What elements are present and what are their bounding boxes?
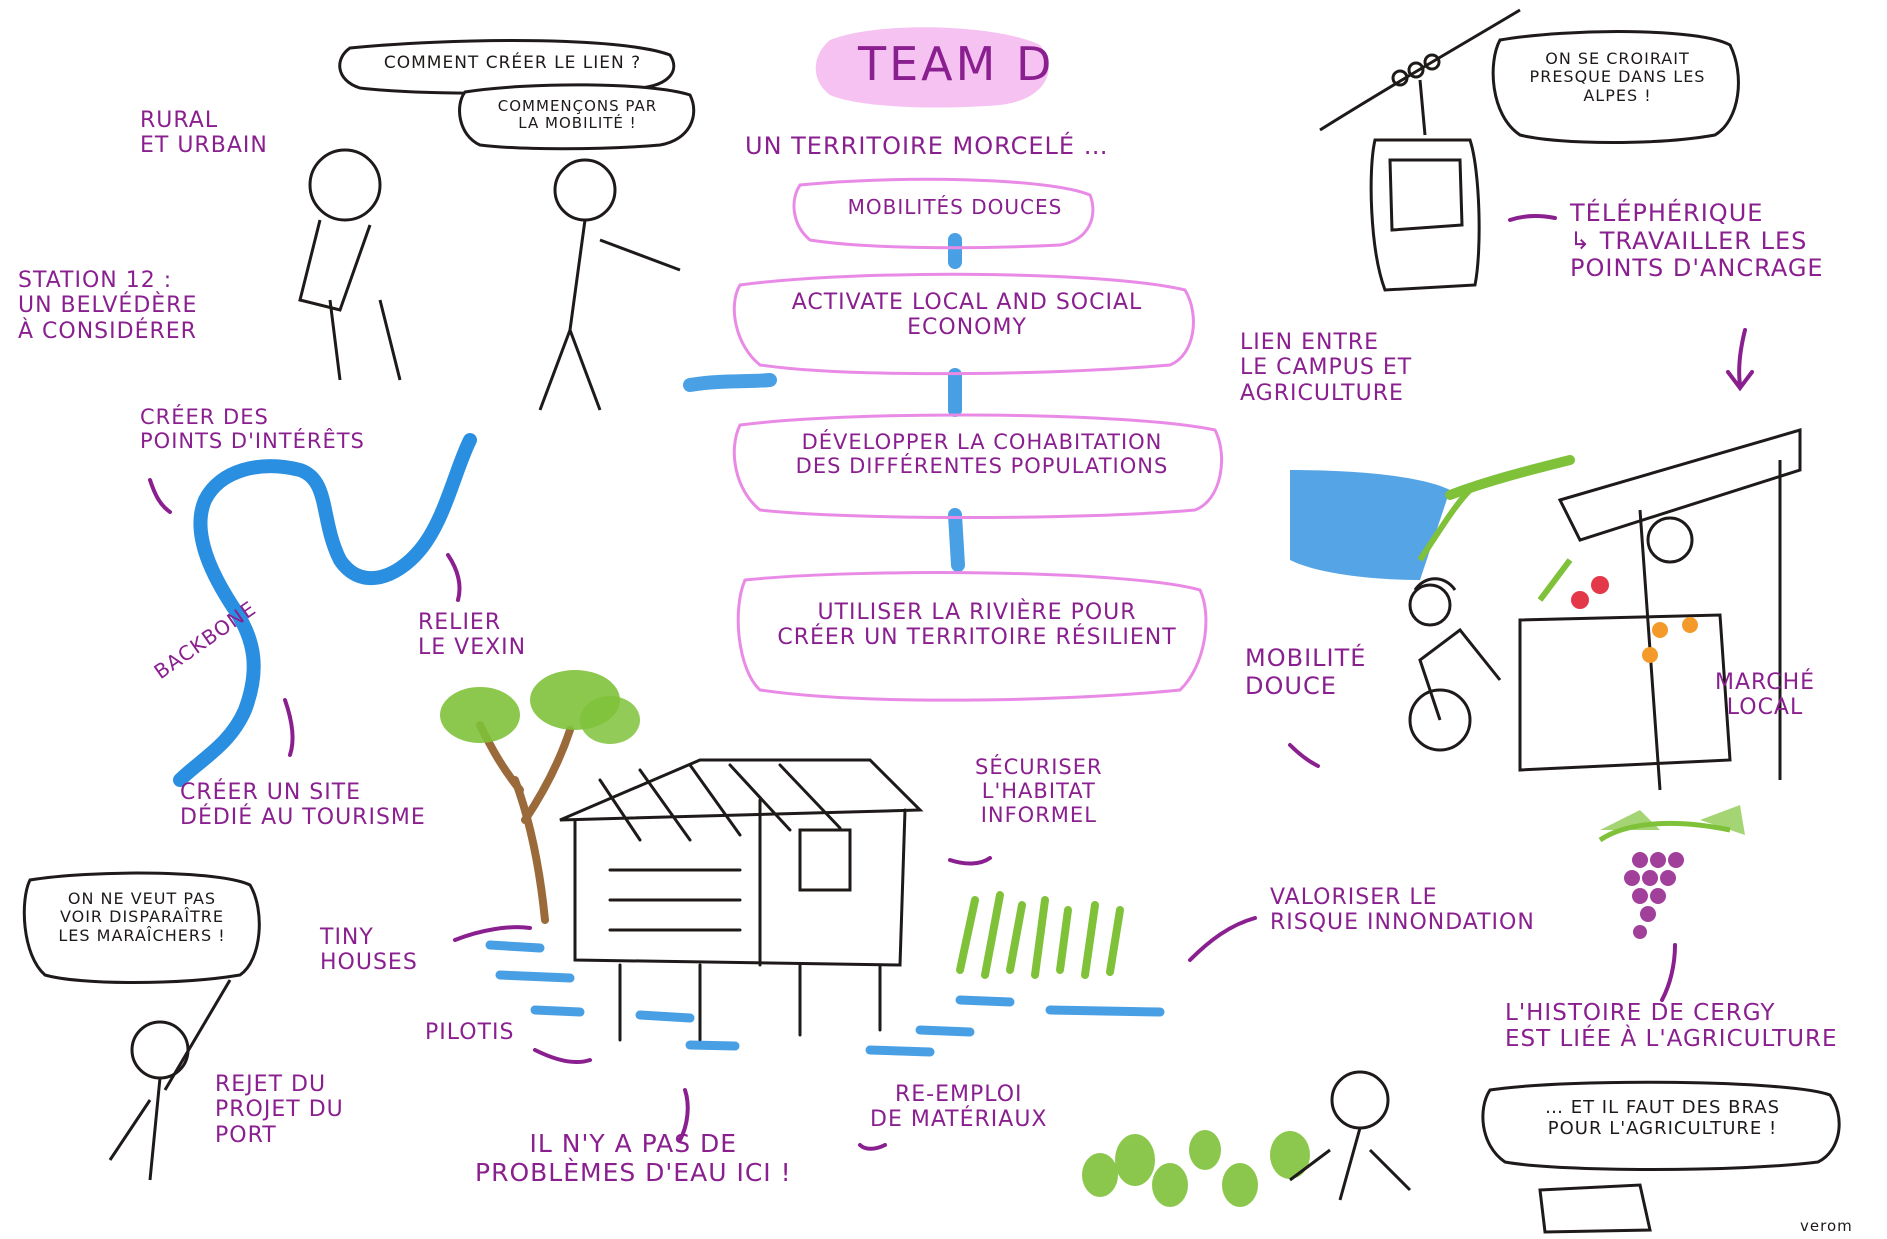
box-mobilites-douces: MOBILITÉS DOUCES bbox=[847, 195, 1063, 219]
label-rejet-port: REJET DU PROJET DU PORT bbox=[215, 1072, 344, 1148]
bubble-comment-creer: COMMENT CRÉER LE LIEN ? bbox=[383, 53, 642, 73]
page-title: TEAM D bbox=[858, 37, 1055, 91]
purple-strokes bbox=[148, 213, 1754, 1151]
bubble-alpes: ON SE CROIRAIT PRESQUE DANS LES ALPES ! bbox=[1529, 49, 1706, 105]
speech-bubbles bbox=[22, 30, 1841, 1171]
water-strokes bbox=[485, 940, 1165, 1057]
label-histoire-cergy: L'HISTOIRE DE CERGY EST LIÉE À L'AGRICUL… bbox=[1505, 1000, 1838, 1053]
label-tiny-houses: TINY HOUSES bbox=[320, 925, 418, 976]
label-pas-problemes-eau: IL N'Y A PAS DE PROBLÈMES D'EAU ICI ! bbox=[475, 1129, 792, 1187]
label-reemploi: RE-EMPLOI DE MATÉRIAUX bbox=[870, 1082, 1048, 1133]
box-cohabitation: DÉVELOPPER LA COHABITATION DES DIFFÉRENT… bbox=[795, 430, 1169, 479]
label-lien-campus: LIEN ENTRE LE CAMPUS ET AGRICULTURE bbox=[1240, 330, 1413, 406]
central-boxes bbox=[732, 177, 1224, 702]
label-relier-vexin: RELIER LE VEXIN bbox=[418, 610, 527, 661]
cable-car-icon bbox=[1319, 8, 1521, 292]
people-icon bbox=[108, 148, 1652, 1234]
label-pilotis: PILOTIS bbox=[425, 1020, 515, 1045]
title-highlight bbox=[815, 27, 1049, 108]
label-station-12: STATION 12 : UN BELVÉDÈRE À CONSIDÉRER bbox=[18, 268, 198, 344]
campus-fields-icon bbox=[1290, 455, 1575, 580]
subtitle: UN TERRITOIRE MORCELÉ … bbox=[745, 132, 1109, 160]
river-icon bbox=[173, 433, 477, 787]
label-marche-local: MARCHÉ LOCAL bbox=[1715, 670, 1816, 721]
bubble-maraichers: ON NE VEUT PAS VOIR DISPARAÎTRE LES MARA… bbox=[58, 889, 226, 945]
box-riviere-resilient: UTILISER LA RIVIÈRE POUR CRÉER UN TERRIT… bbox=[777, 600, 1177, 651]
label-points-interets: CRÉER DES POINTS D'INTÉRÊTS bbox=[140, 405, 365, 454]
bubble-bras-agriculture: … ET IL FAUT DES BRAS POUR L'AGRICULTURE… bbox=[1544, 1097, 1781, 1139]
label-rural-urbain: RURAL ET URBAIN bbox=[140, 108, 268, 159]
label-valoriser: VALORISER LE RISQUE INNONDATION bbox=[1270, 885, 1535, 936]
reeds-icon bbox=[956, 891, 1124, 979]
bubble-commencons: COMMENÇONS PAR LA MOBILITÉ ! bbox=[497, 97, 658, 133]
label-site-tourisme: CRÉER UN SITE DÉDIÉ AU TOURISME bbox=[180, 780, 426, 831]
market-stall-icon bbox=[1518, 428, 1802, 791]
box-activate-economy: ACTIVATE LOCAL AND SOCIAL ECONOMY bbox=[791, 290, 1143, 341]
produce-icon bbox=[1537, 558, 1698, 663]
grapes-icon bbox=[1598, 805, 1745, 939]
signature: verom bbox=[1800, 1217, 1853, 1235]
bicycle-icon bbox=[1408, 577, 1502, 752]
label-mobilite-douce: MOBILITÉ DOUCE bbox=[1245, 644, 1367, 700]
tiny-house-icon bbox=[559, 758, 924, 1042]
tree-icon bbox=[440, 670, 640, 924]
bushes-icon bbox=[1082, 1130, 1310, 1207]
label-securiser: SÉCURISER L'HABITAT INFORMEL bbox=[975, 755, 1103, 828]
label-telepherique: TÉLÉPHÉRIQUE ↳ TRAVAILLER LES POINTS D'A… bbox=[1570, 199, 1824, 283]
central-connectors bbox=[683, 233, 965, 572]
